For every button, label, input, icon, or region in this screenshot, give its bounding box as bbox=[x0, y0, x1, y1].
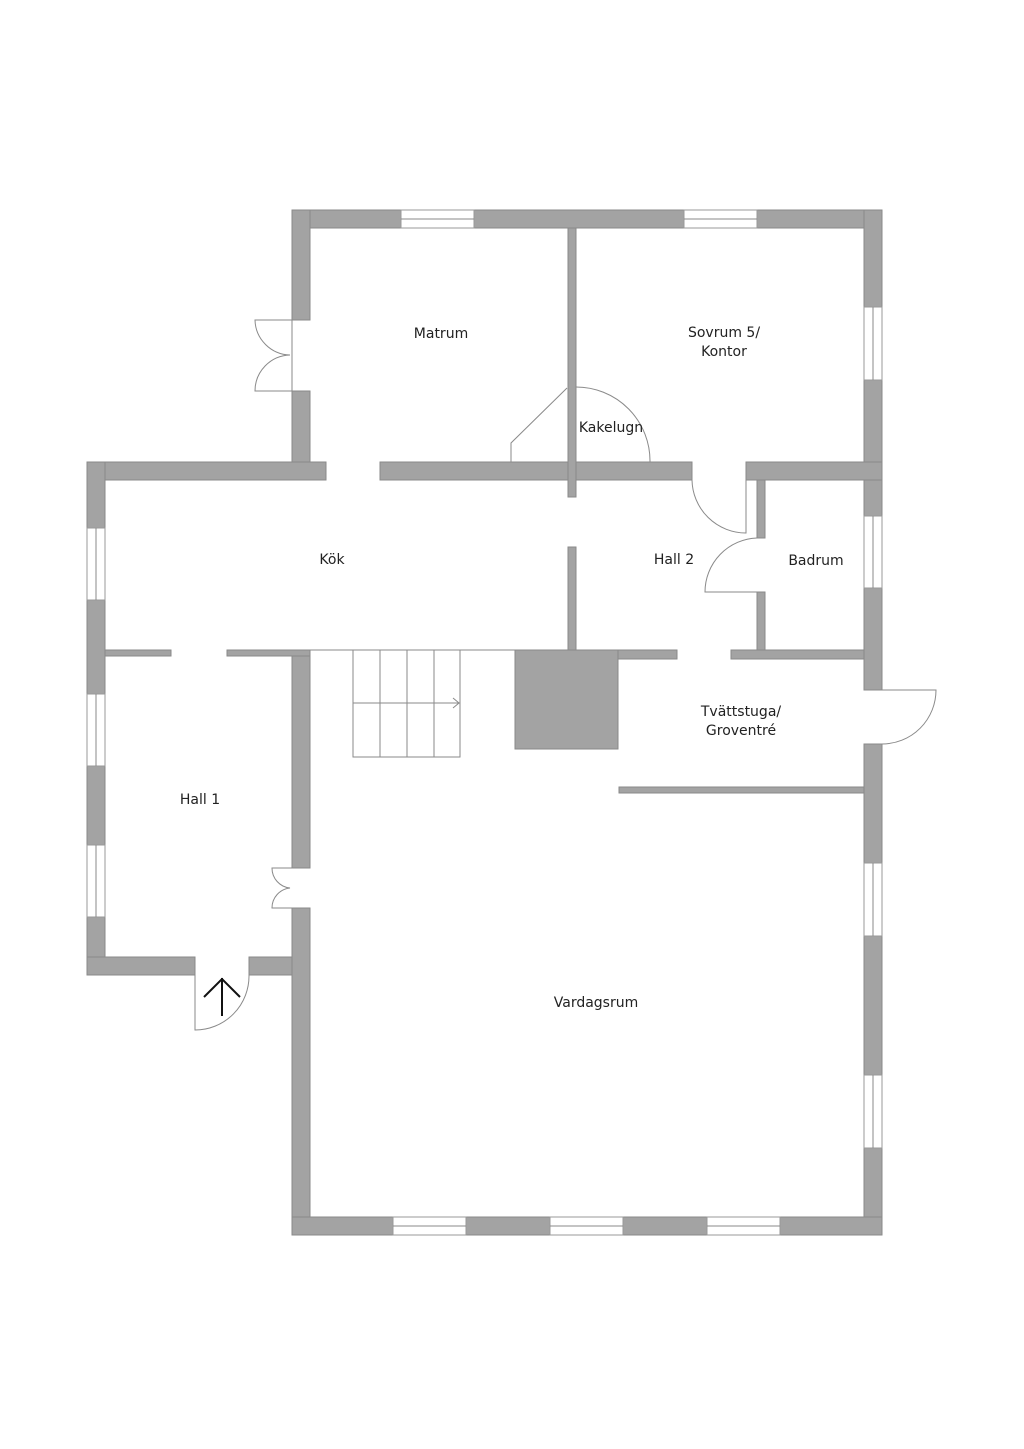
arrow-up-icon bbox=[203, 977, 241, 1016]
room-label-hall1: Hall 1 bbox=[179, 792, 221, 808]
room-label-vardagsrum: Vardagsrum bbox=[553, 995, 639, 1011]
room-label-tvatt-line2: Groventré bbox=[705, 723, 777, 739]
room-label-sovrum-line1: Sovrum 5/ bbox=[687, 325, 761, 341]
doors bbox=[194, 319, 937, 1031]
room-label-kok: Kök bbox=[319, 552, 345, 568]
staircase bbox=[310, 649, 515, 758]
room-label-tvattstuga: Tvättstuga/Groventré bbox=[701, 703, 781, 741]
windows bbox=[86, 209, 883, 1236]
room-label-tvatt-line1: Tvättstuga/ bbox=[700, 704, 782, 720]
room-label-badrum: Badrum bbox=[788, 553, 844, 569]
chimney bbox=[514, 649, 619, 750]
room-label-sovrum: Sovrum 5/Kontor bbox=[688, 324, 760, 362]
room-label-kakelugn: Kakelugn bbox=[578, 420, 644, 436]
room-label-sovrum-line2: Kontor bbox=[701, 344, 747, 360]
room-label-matrum: Matrum bbox=[413, 326, 469, 342]
room-label-hall2: Hall 2 bbox=[653, 552, 695, 568]
